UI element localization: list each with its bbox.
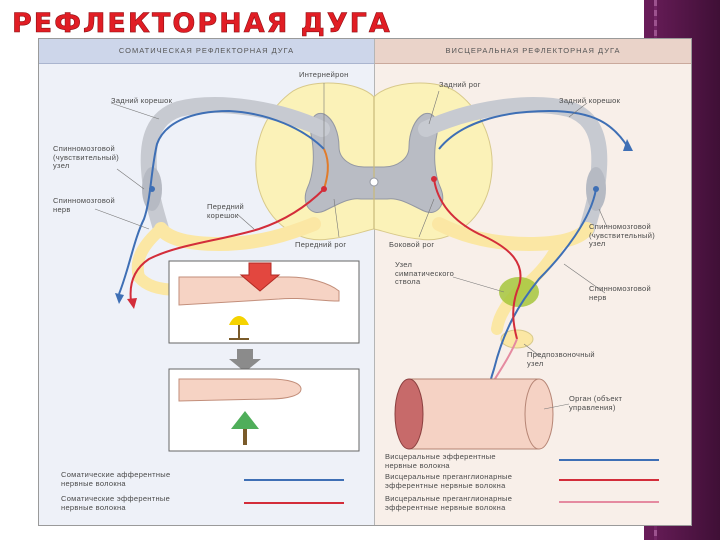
organ-tube-illustration (394, 378, 554, 450)
transition-down-arrow-icon (229, 349, 261, 372)
somatic-panel-header: СОМАТИЧЕСКАЯ РЕФЛЕКТОРНАЯ ДУГА (39, 39, 374, 64)
right-spinal-nerve-band (432, 217, 594, 252)
slide-title: РЕФЛЕКТОРНАЯ ДУГА (12, 8, 392, 40)
stimulus-down-arrow-icon (239, 262, 281, 292)
label-dorsal-root-right: Задний корешок (559, 96, 621, 105)
left-spinal-nerve-band (154, 217, 321, 252)
legend-visceral-afferent: Висцеральные эфферентные нервные волокна (385, 452, 496, 470)
panel-divider (374, 39, 375, 525)
reflex-arc-figure: СОМАТИЧЕСКАЯ РЕФЛЕКТОРНАЯ ДУГА ВИСЦЕРАЛЬ… (38, 38, 692, 526)
visceral-afferent-fiber (438, 109, 630, 150)
gray-matter (304, 112, 444, 213)
legend-somatic-efferent: Соматические эфферентные нервные волокна (61, 494, 171, 512)
label-spinal-nerve-left: Спинномозговой нерв (53, 196, 116, 214)
label-interneuron: Интернейрон (299, 70, 349, 79)
label-prevertebral-ganglion: Предпозвоночный узел (527, 350, 595, 368)
efferent-arrow-icon (127, 298, 137, 309)
afferent-arrow-icon (115, 293, 124, 304)
label-organ: Орган (объект управления) (569, 394, 623, 412)
finger-withdrawn-illustration (168, 368, 360, 452)
label-dorsal-root-left: Задний корешок (111, 96, 173, 105)
legend-somatic-afferent: Соматические афферентные нервные волокна (61, 470, 171, 488)
legend-swatch-somatic-efferent (244, 502, 344, 504)
legend-swatch-visceral-postganglionic (559, 501, 659, 503)
legend-swatch-visceral-preganglionic (559, 479, 659, 481)
visceral-afferent-arrow-icon (623, 139, 633, 151)
reflex-arc-illustration (94, 82, 633, 452)
legend-swatch-visceral-afferent (559, 459, 659, 461)
label-dorsal-horn: Задний рог (439, 80, 481, 89)
label-sympathetic-ganglion: Узел симпатического ствола (395, 260, 455, 286)
sympathetic-ganglion (499, 277, 539, 307)
somatic-afferent-fiber (118, 109, 325, 295)
label-spinal-ganglion-right: Спинномозговой (чувствительный) узел (589, 222, 655, 248)
legend-visceral-postganglionic: Висцеральные преганглионарные эфферентны… (385, 494, 513, 512)
visceral-panel-header: ВИСЦЕРАЛЬНАЯ РЕФЛЕКТОРНАЯ ДУГА (375, 39, 691, 64)
somatic-efferent-fiber (129, 188, 325, 302)
label-ventral-horn: Передний рог (295, 240, 347, 249)
label-ventral-root: Передний корешок (207, 202, 245, 220)
label-spinal-nerve-right: Спинномозговой нерв (589, 284, 652, 302)
legend-visceral-preganglionic: Висцеральные преганглионарные эфферентны… (385, 472, 513, 490)
legend-swatch-somatic-afferent (244, 479, 344, 481)
label-spinal-ganglion-left: Спинномозговой (чувствительный) узел (53, 144, 119, 170)
visceral-preganglionic-fiber (433, 178, 522, 340)
spinal-cord-section (255, 82, 493, 241)
label-lateral-horn: Боковой рог (389, 240, 435, 249)
